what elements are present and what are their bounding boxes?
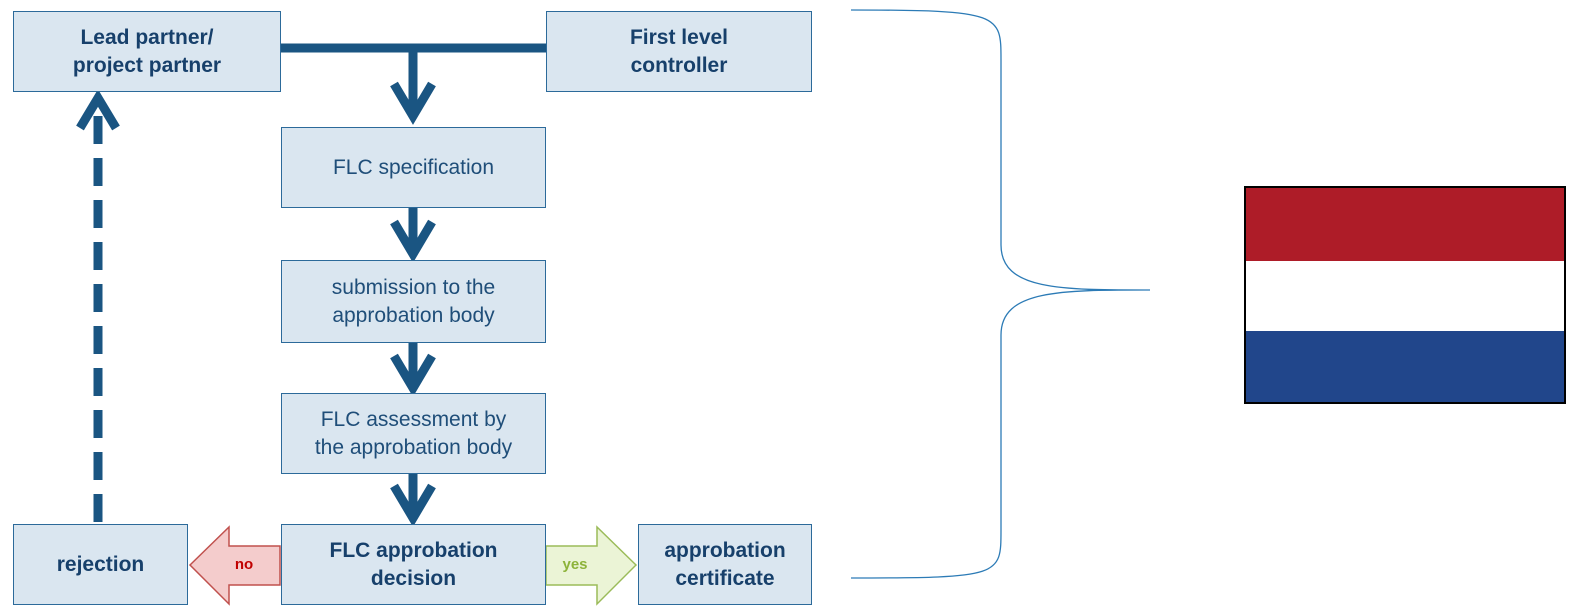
arrow-to-assessment [390, 343, 436, 397]
node-lead-partner: Lead partner/ project partner [13, 11, 281, 92]
node-rejection: rejection [13, 524, 188, 605]
arrow-to-specification [390, 48, 436, 125]
node-decision: FLC approbation decision [281, 524, 546, 605]
curly-brace [850, 9, 1151, 579]
arrow-to-submission [390, 208, 436, 263]
yes-label: yes [562, 556, 588, 573]
netherlands-flag [1244, 186, 1566, 404]
node-submission: submission to the approbation body [281, 260, 546, 343]
node-certificate: approbation certificate [638, 524, 812, 605]
node-assessment: FLC assessment by the approbation body [281, 393, 546, 474]
arrow-rejection-return [76, 89, 120, 522]
node-first-level-controller: First level controller [546, 11, 812, 92]
yes-arrow [545, 525, 638, 606]
arrow-to-decision [390, 474, 436, 527]
node-flc-specification: FLC specification [281, 127, 546, 208]
no-arrow [188, 525, 281, 606]
no-label: no [234, 556, 254, 573]
